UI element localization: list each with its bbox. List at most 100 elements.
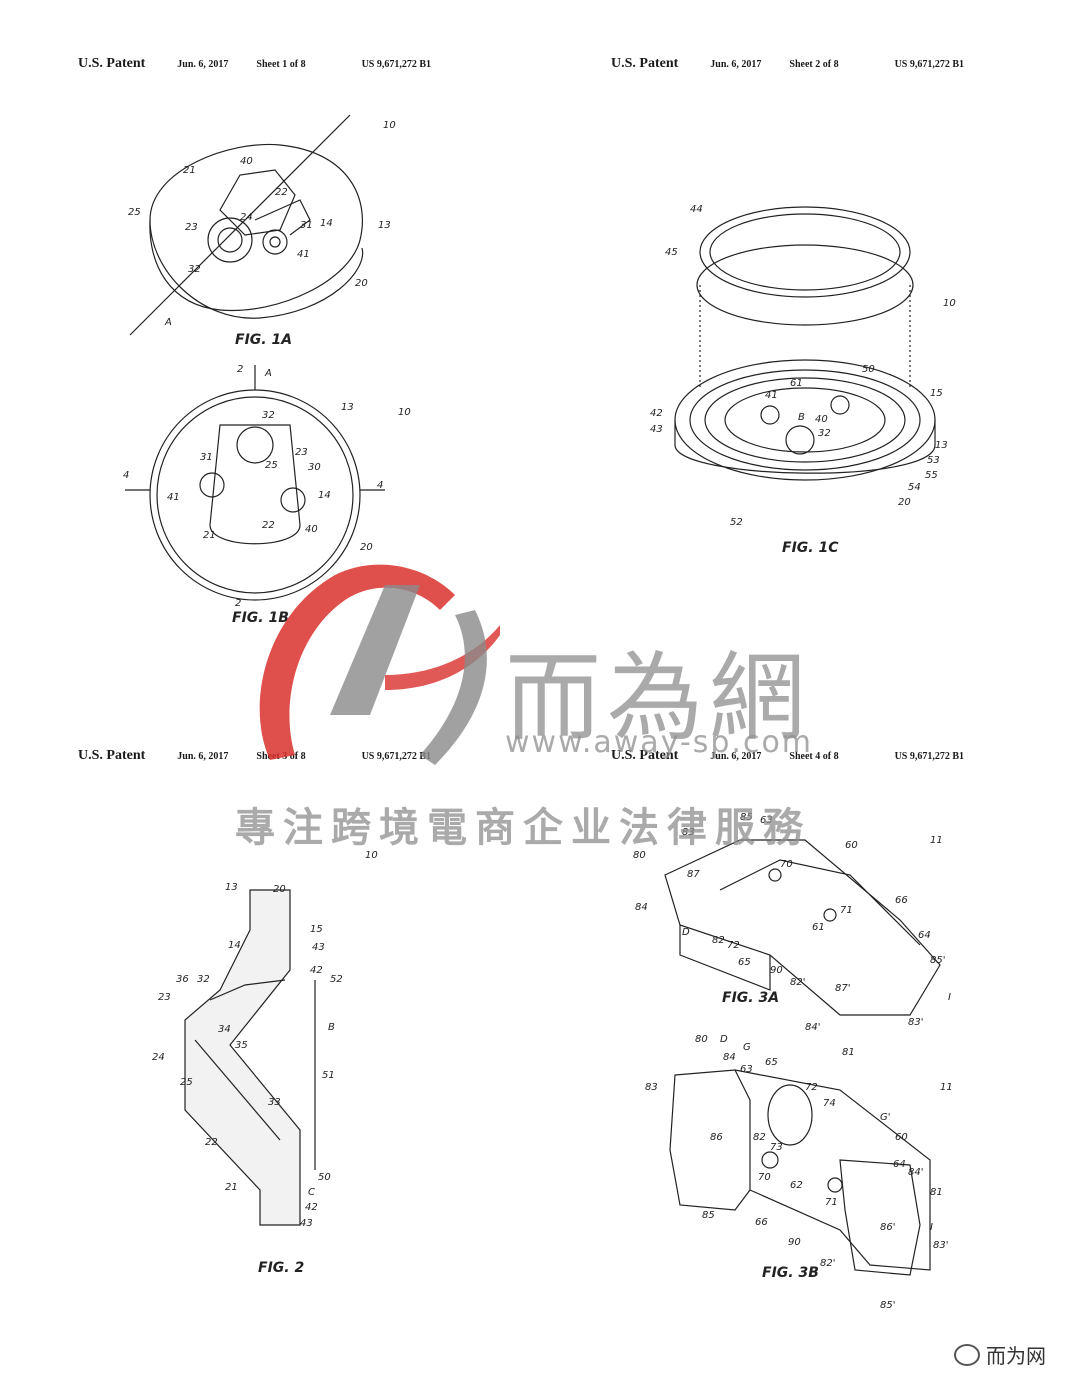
header-number: US 9,671,272 B1 — [361, 751, 432, 762]
ref-50: 50 — [862, 364, 875, 375]
header-patent-label: U.S. Patent — [611, 56, 679, 71]
ref-a: A — [264, 368, 272, 379]
ref-32: 32 — [262, 410, 275, 421]
ref-32: 32 — [818, 428, 831, 439]
ref-85: 85 — [740, 812, 753, 823]
ref-20: 20 — [898, 497, 911, 508]
ref-32: 32 — [197, 974, 210, 985]
ref-i: I — [930, 1222, 933, 1233]
fig-2-drawing: 13 20 10 15 14 43 42 52 36 32 23 34 B 35… — [152, 850, 378, 1229]
ref-13: 13 — [341, 402, 354, 413]
ref-41: 41 — [297, 249, 310, 260]
ref-71: 71 — [825, 1197, 838, 1208]
ref-13: 13 — [935, 440, 948, 451]
chat-icon — [954, 1343, 980, 1366]
ref-52: 52 — [730, 517, 743, 528]
header-sheet: Sheet 2 of 8 — [789, 59, 839, 70]
ref-44: 44 — [690, 204, 703, 215]
fig-1b-label: FIG. 1B — [232, 610, 289, 626]
fig-1b-drawing: 2 A 32 13 10 31 23 25 30 4 41 14 4 21 22… — [123, 364, 411, 609]
ref-14: 14 — [318, 490, 331, 501]
ref-35: 35 — [235, 1040, 248, 1051]
ref-62: 62 — [790, 1180, 803, 1191]
ref-84-prime: 84' — [908, 1167, 923, 1178]
ref-54: 54 — [908, 482, 921, 493]
ref-24: 24 — [152, 1052, 165, 1063]
ref-85: 85 — [702, 1210, 715, 1221]
account-name: 而为网 — [986, 1344, 1046, 1368]
ref-4: 4 — [377, 480, 383, 491]
ref-66: 66 — [895, 895, 908, 906]
ref-2: 2 — [235, 598, 241, 609]
ref-c: C — [308, 1187, 315, 1198]
ref-84-prime: 84' — [805, 1022, 820, 1033]
ref-80: 80 — [695, 1034, 708, 1045]
ref-71: 71 — [840, 905, 853, 916]
ref-25: 25 — [128, 207, 141, 218]
ref-21: 21 — [203, 530, 216, 541]
fig-3b-label: FIG. 3B — [762, 1265, 819, 1281]
ref-70: 70 — [780, 859, 793, 870]
ref-83-prime: 83' — [908, 1017, 923, 1028]
ref-52: 52 — [330, 974, 343, 985]
ref-81: 81 — [842, 1047, 855, 1058]
ref-66: 66 — [755, 1217, 768, 1228]
sheet-4-header: U.S. Patent Jun. 6, 2017 Sheet 4 of 8 US… — [611, 748, 964, 764]
ref-34: 34 — [218, 1024, 231, 1035]
ref-80: 80 — [633, 850, 646, 861]
ref-61: 61 — [790, 378, 803, 389]
ref-10: 10 — [398, 407, 411, 418]
ref-14: 14 — [228, 940, 241, 951]
ref-a: A — [164, 317, 172, 328]
sheet-1-header: U.S. Patent Jun. 6, 2017 Sheet 1 of 8 US… — [78, 56, 431, 72]
header-date: Jun. 6, 2017 — [177, 59, 229, 70]
ref-22: 22 — [275, 187, 288, 198]
ref-60: 60 — [845, 840, 858, 851]
ref-24: 24 — [240, 212, 253, 223]
ref-72: 72 — [727, 940, 740, 951]
ref-11: 11 — [940, 1082, 953, 1093]
ref-87: 87 — [687, 869, 700, 880]
ref-87-prime: 87' — [835, 983, 850, 994]
ref-31: 31 — [300, 220, 313, 231]
ref-20: 20 — [355, 278, 368, 289]
ref-83: 83 — [682, 827, 695, 838]
fig-1c-label: FIG. 1C — [782, 540, 839, 556]
ref-i: I — [948, 992, 951, 1003]
sheet-2-header: U.S. Patent Jun. 6, 2017 Sheet 2 of 8 US… — [611, 56, 964, 72]
fig-1c-drawing: 44 45 10 50 61 41 40 B 42 43 32 15 13 53… — [650, 204, 956, 528]
header-number: US 9,671,272 B1 — [894, 751, 965, 762]
watermark-logo — [259, 564, 500, 765]
ref-61: 61 — [812, 922, 825, 933]
header-date: Jun. 6, 2017 — [177, 751, 229, 762]
ref-31: 31 — [200, 452, 213, 463]
fig-3a-label: FIG. 3A — [722, 990, 780, 1006]
ref-40: 40 — [305, 524, 318, 535]
ref-82: 82 — [753, 1132, 766, 1143]
ref-90: 90 — [788, 1237, 801, 1248]
ref-82-prime: 82' — [790, 977, 805, 988]
ref-d: D — [720, 1034, 728, 1045]
ref-4: 4 — [123, 470, 129, 481]
ref-11: 11 — [930, 835, 943, 846]
ref-43: 43 — [300, 1218, 313, 1229]
fig-3a-drawing: 83 85 63 60 11 80 87 70 84 66 71 D 82 72… — [633, 812, 951, 1058]
ref-65: 65 — [738, 957, 751, 968]
ref-84: 84 — [635, 902, 648, 913]
ref-82: 82 — [712, 935, 725, 946]
ref-20: 20 — [273, 884, 286, 895]
ref-15: 15 — [930, 388, 943, 399]
account-badge: 而为网 — [954, 1340, 1046, 1369]
ref-63: 63 — [760, 815, 773, 826]
watermark-brand: 而為網 — [505, 642, 811, 754]
ref-86: 86 — [710, 1132, 723, 1143]
ref-43: 43 — [650, 424, 663, 435]
ref-60: 60 — [895, 1132, 908, 1143]
ref-g-prime: G' — [880, 1112, 891, 1123]
ref-50: 50 — [318, 1172, 331, 1183]
ref-23: 23 — [295, 447, 308, 458]
ref-55: 55 — [925, 470, 938, 481]
ref-21: 21 — [225, 1182, 238, 1193]
ref-65: 65 — [765, 1057, 778, 1068]
ref-36: 36 — [176, 974, 189, 985]
